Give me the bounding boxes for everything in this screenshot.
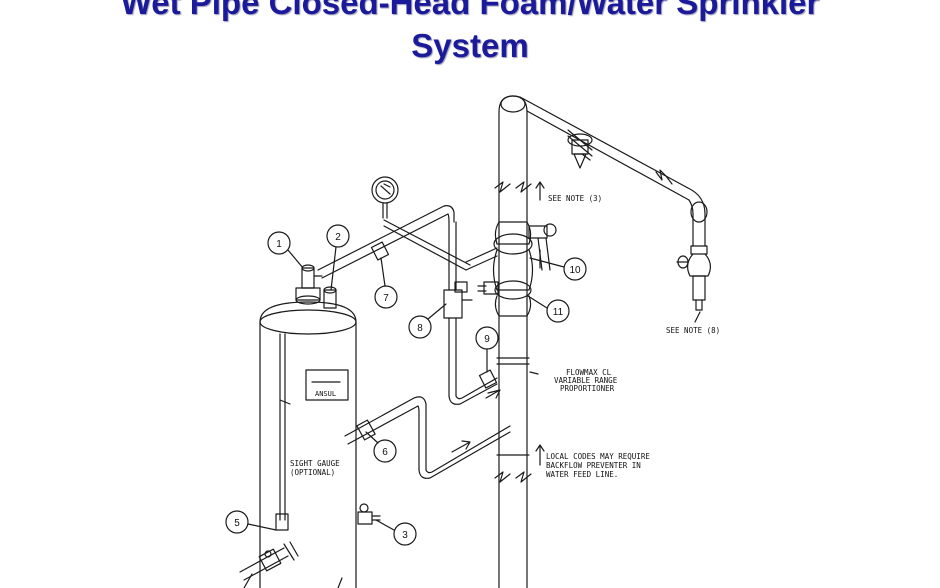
local-codes-line-2: BACKFLOW PREVENTER IN xyxy=(546,461,641,470)
flowmax-line-1: FLOWMAX CL xyxy=(566,368,612,377)
flowmax-line-2: VARIABLE RANGE xyxy=(554,376,618,385)
note-see-note-3: SEE NOTE (3) xyxy=(548,194,602,203)
sprinkler-head-upper xyxy=(567,129,593,169)
drain-valve xyxy=(239,541,299,581)
tank-nameplate-label: ANSUL xyxy=(315,390,336,398)
tank-top-fittings xyxy=(295,264,337,309)
callouts xyxy=(225,224,587,588)
callout-7: 7 xyxy=(383,293,389,304)
callout-10: 10 xyxy=(569,265,581,276)
callout-11: 11 xyxy=(553,307,564,318)
diagram-title-line-2: System xyxy=(411,27,529,64)
valve-8 xyxy=(443,281,473,319)
callout-6: 6 xyxy=(382,447,388,458)
sight-gauge-line-1: SIGHT GAUGE xyxy=(290,459,340,468)
supply-piping xyxy=(317,205,501,405)
callout-8: 8 xyxy=(417,323,423,334)
bladder-tank xyxy=(259,301,357,588)
sprinkler-head-lower xyxy=(676,245,711,311)
top-branch-pipe xyxy=(498,95,708,247)
callout-5: 5 xyxy=(234,518,240,529)
flow-arrows xyxy=(535,181,545,466)
callout-9: 9 xyxy=(484,334,490,345)
note-leaders xyxy=(529,153,701,375)
sight-gauge-line-2: (OPTIONAL) xyxy=(290,468,335,477)
note-see-note-8: SEE NOTE (8) xyxy=(666,326,720,335)
alarm-check-valve xyxy=(477,221,557,317)
callout-1: 1 xyxy=(276,239,282,250)
local-codes-line-1: LOCAL CODES MAY REQUIRE xyxy=(546,452,650,461)
pressure-gauge xyxy=(371,176,399,219)
callout-2: 2 xyxy=(335,232,341,243)
diagram-title-line-1: Wet Pipe Closed-Head Foam/Water Sprinkle… xyxy=(120,0,820,21)
main-riser-pipe xyxy=(494,111,532,588)
valve-3 xyxy=(357,503,381,525)
local-codes-line-3: WATER FEED LINE. xyxy=(546,470,618,479)
callout-3: 3 xyxy=(402,530,408,541)
flowmax-line-3: PROPORTIONER xyxy=(560,384,615,393)
tank-feed-pipe xyxy=(344,396,511,479)
